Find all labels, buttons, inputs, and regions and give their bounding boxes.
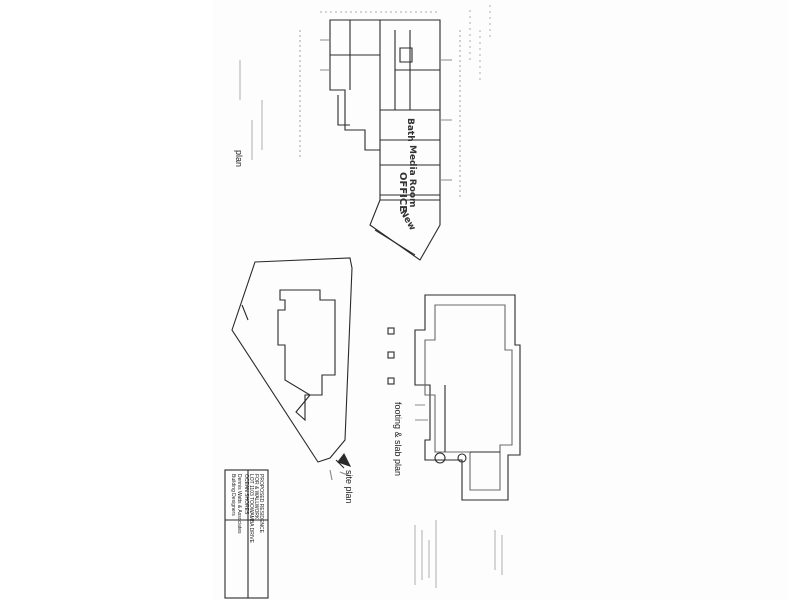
footing-plan — [387, 294, 521, 501]
site-plan — [231, 257, 353, 481]
site-plan-title: site plan — [344, 470, 354, 504]
room-label-new: New — [397, 209, 417, 233]
project-line: FOR & WALLWORK — [253, 474, 259, 520]
notes — [239, 5, 503, 588]
room-label-media: Media Room — [407, 145, 417, 207]
project-line: OCEAN SHORES — [243, 474, 249, 515]
firm-line: Dennis Watts & Associates — [236, 474, 242, 534]
title-block — [224, 469, 269, 599]
room-label-bath: Bath — [405, 118, 415, 142]
footing-plan-title: footing & slab plan — [393, 402, 403, 476]
room-label-office: OFFICE — [397, 172, 408, 212]
title-block-firm: Dennis Watts & Associates Building Desig… — [230, 474, 242, 534]
firm-line: Building Designers — [230, 474, 236, 516]
floor-plan-title: plan — [234, 150, 244, 167]
title-block-project: PROPOSED RESIDENCE FOR & WALLWORK LOT 11… — [243, 474, 264, 544]
floor-plan — [299, 11, 461, 261]
project-line: PROPOSED RESIDENCE — [258, 474, 264, 534]
project-line: LOT 1103 TOOWAMBA DRIVE — [248, 474, 254, 544]
